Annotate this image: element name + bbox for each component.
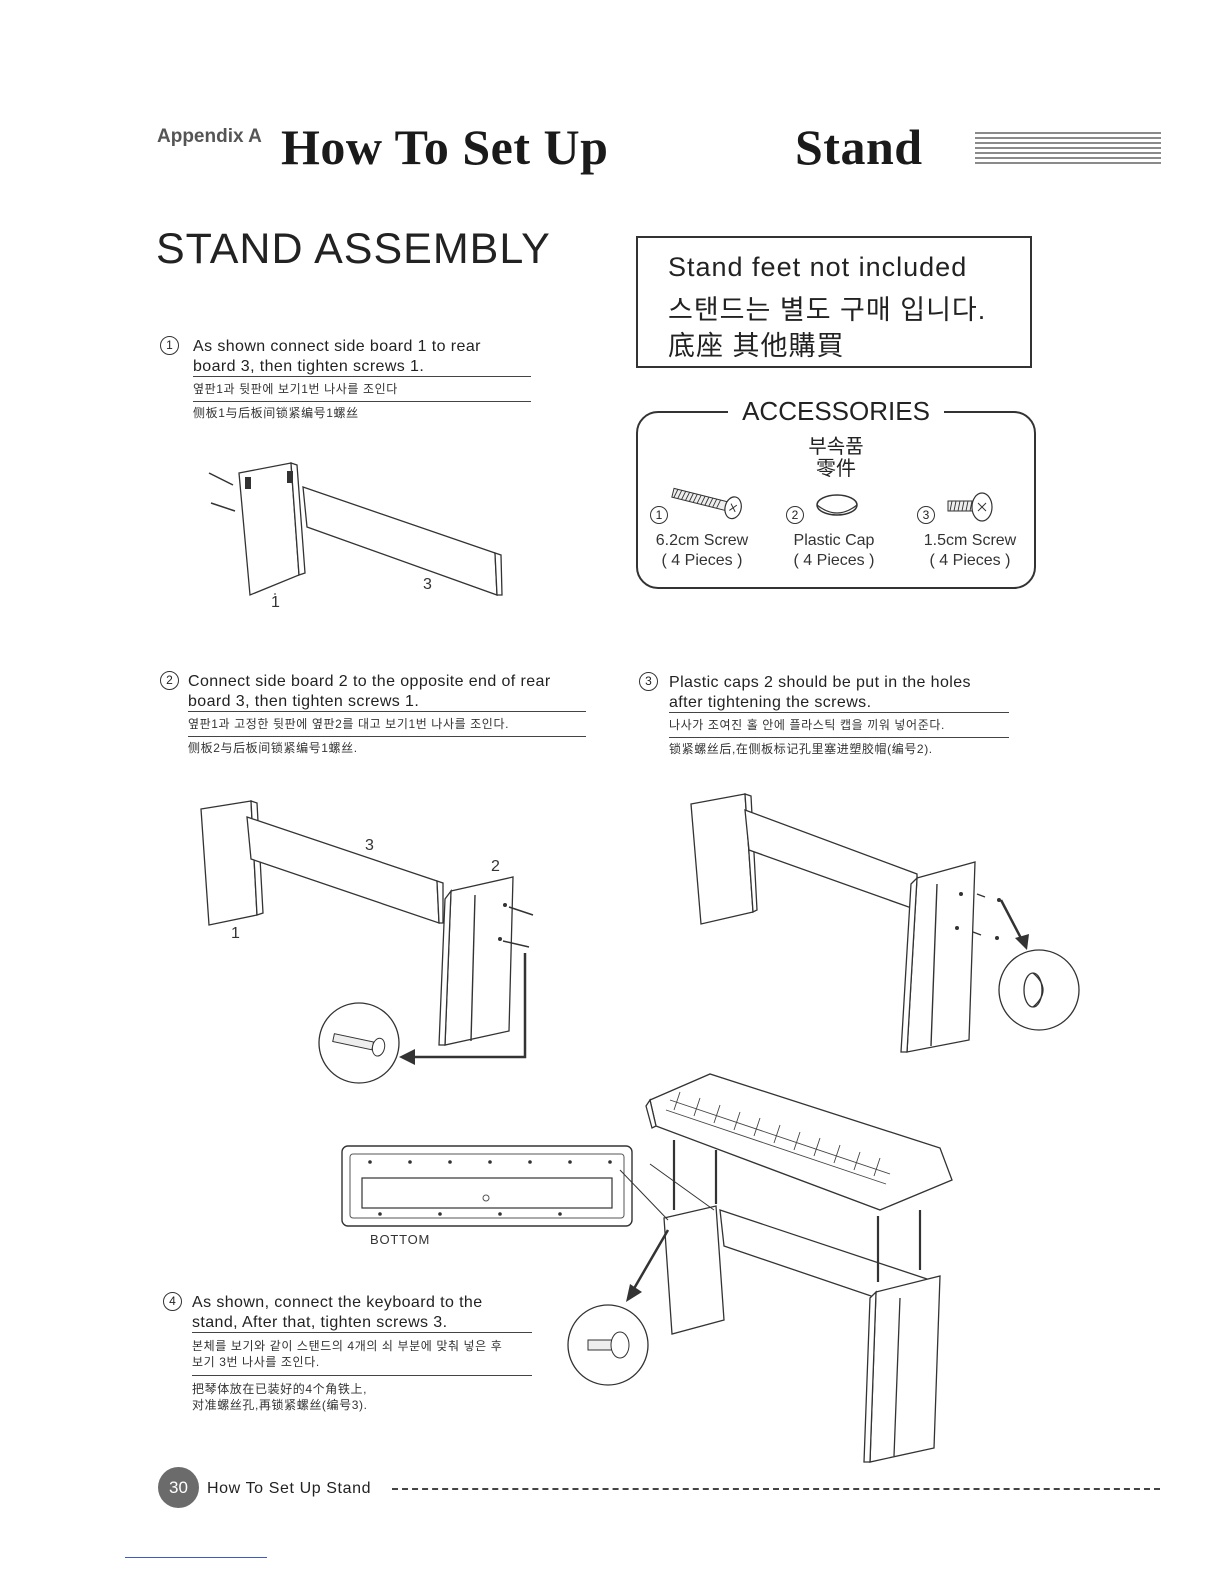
step-1-chinese: 侧板1与后板间锁紧编号1螺丝 <box>193 406 359 420</box>
bottom-label: BOTTOM <box>370 1232 430 1247</box>
step-4-korean-line1: 본체를 보기와 같이 스탠드의 4개의 쇠 부분에 맞춰 넣은 후 <box>192 1339 503 1353</box>
step-1-text-line1: As shown connect side board 1 to rear <box>193 338 481 355</box>
diagram-1-label-board-1: 1 <box>271 594 280 611</box>
accessory-qty-3: ( 4 Pieces ) <box>929 552 1011 569</box>
step-1-diagram: 1 3 <box>208 462 503 611</box>
diagram-2-label-board-3: 3 <box>365 837 374 854</box>
step-1-number: 1 <box>160 336 179 355</box>
step-2-chinese: 侧板2与后板间锁紧编号1螺丝. <box>188 741 358 755</box>
accessory-qty-1: ( 4 Pieces ) <box>661 552 743 569</box>
step-4-chinese-line1: 把琴体放在已装好的4个角铁上, <box>192 1382 368 1396</box>
accessory-number-2: 2 <box>786 506 804 524</box>
footer-dashed-line <box>392 1488 1160 1490</box>
step-1-text-line2: board 3, then tighten screws 1. <box>193 358 425 375</box>
footer-section-title: How To Set Up Stand <box>207 1480 372 1497</box>
title-decoration-lines <box>975 132 1161 164</box>
step-3-number: 3 <box>639 672 658 691</box>
step-3-rule-2 <box>669 737 1009 738</box>
accessories-title: ACCESSORIES <box>638 396 1034 427</box>
step-3: 3 Plastic caps 2 should be put in the ho… <box>639 672 1019 762</box>
step-2-number: 2 <box>160 671 179 690</box>
notice-box: Stand feet not included 스탠드는 별도 구매 입니다. … <box>636 236 1032 368</box>
accessory-name-3: 1.5cm Screw <box>923 532 1017 549</box>
notice-english: Stand feet not included <box>668 252 968 282</box>
step-3-text-line2: after tightening the screws. <box>669 694 872 711</box>
keyboard-bottom-diagram: BOTTOM <box>341 1145 633 1247</box>
accessory-item-2: Plastic Cap ( 4 Pieces ) <box>769 531 899 571</box>
step-3-text-line1: Plastic caps 2 should be put in the hole… <box>669 674 971 691</box>
step-4-korean-line2: 보기 3번 나사를 조인다. <box>192 1355 320 1369</box>
accessories-box: ACCESSORIES 부속품 零件 1 6.2cm Screw ( 4 Pie… <box>636 396 1036 589</box>
step-2-diagram: 3 2 1 <box>200 800 534 1084</box>
step-3-rule-1 <box>669 712 1009 713</box>
step-4-number: 4 <box>163 1292 182 1311</box>
accessory-name-1: 6.2cm Screw <box>655 532 749 549</box>
step-4-rule-1 <box>192 1332 532 1333</box>
step-4-text-line1: As shown, connect the keyboard to the <box>192 1294 483 1311</box>
section-title: STAND ASSEMBLY <box>156 225 551 273</box>
accessories-title-chinese: 零件 <box>816 458 856 480</box>
page-title-part1: How To Set Up <box>281 119 609 175</box>
diagram-2-label-board-1: 1 <box>231 925 240 942</box>
step-3-korean: 나사가 조여진 홀 안에 플라스틱 캡을 끼워 넣어준다. <box>669 718 945 732</box>
bottom-blue-rule <box>125 1557 267 1558</box>
accessory-qty-2: ( 4 Pieces ) <box>793 552 875 569</box>
short-screw-icon <box>947 492 993 522</box>
step-1-rule-1 <box>193 376 531 377</box>
step-4: 4 As shown, connect the keyboard to the … <box>163 1292 563 1422</box>
step-3-diagram <box>690 793 1080 1053</box>
page-title-part2: Stand <box>795 119 923 175</box>
step-1: 1 As shown connect side board 1 to rear … <box>160 336 540 426</box>
step-2-rule-1 <box>188 711 586 712</box>
diagram-1-label-board-3: 3 <box>423 576 432 593</box>
step-1-rule-2 <box>193 401 531 402</box>
step-2-korean: 옆판1과 고정한 뒷판에 옆판2를 대고 보기1번 나사를 조인다. <box>188 717 510 731</box>
long-screw-icon <box>671 487 742 520</box>
step-4-rule-2 <box>192 1375 532 1376</box>
step-2-rule-2 <box>188 736 586 737</box>
notice-korean: 스탠드는 별도 구매 입니다. <box>668 295 987 325</box>
accessory-number-3: 3 <box>917 506 935 524</box>
plastic-cap-icon <box>816 494 858 516</box>
accessories-title-korean: 부속품 <box>808 436 864 458</box>
appendix-label: Appendix A <box>157 126 262 147</box>
step-1-korean: 옆판1과 뒷판에 보기1번 나사를 조인다 <box>193 382 398 396</box>
step-2: 2 Connect side board 2 to the opposite e… <box>160 671 590 761</box>
notice-chinese: 底座 其他購買 <box>668 331 845 361</box>
step-2-text-line1: Connect side board 2 to the opposite end… <box>188 673 551 690</box>
step-4-diagram <box>567 1073 953 1463</box>
step-2-text-line2: board 3, then tighten screws 1. <box>188 693 420 710</box>
accessory-item-1: 6.2cm Screw ( 4 Pieces ) <box>637 531 767 571</box>
accessory-number-1: 1 <box>650 506 668 524</box>
step-4-text-line2: stand, After that, tighten screws 3. <box>192 1314 448 1331</box>
accessory-item-3: 1.5cm Screw ( 4 Pieces ) <box>905 531 1035 571</box>
step-3-chinese: 锁紧螺丝后,在侧板标记孔里塞进塑胶帽(编号2). <box>669 742 933 756</box>
page-number-badge: 30 <box>158 1467 199 1508</box>
step-4-chinese-line2: 对准螺丝孔,再锁紧螺丝(编号3). <box>192 1398 368 1412</box>
accessory-name-2: Plastic Cap <box>793 532 875 549</box>
diagram-2-label-board-2: 2 <box>491 858 500 875</box>
